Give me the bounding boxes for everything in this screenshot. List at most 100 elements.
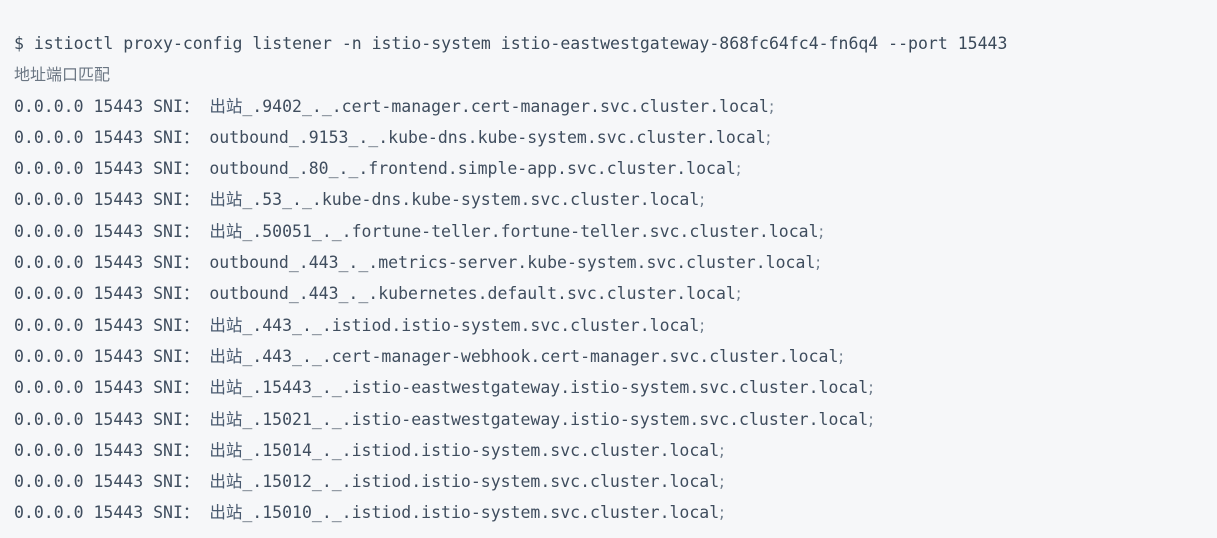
- sni-value: _.15014_._.istiod.istio-system.svc.clust…: [242, 440, 720, 460]
- sni-separator: ：: [182, 409, 200, 429]
- sni-separator: ：: [182, 503, 200, 523]
- spacer: [199, 97, 209, 116]
- spacer: [199, 410, 209, 429]
- traffic-direction: outbound: [209, 284, 289, 304]
- listener-line: 0.0.0.0 15443 SNI： 出站_.15012_._.istiod.i…: [14, 466, 1217, 497]
- spacer: [143, 378, 153, 397]
- sni-label: SNI: [153, 190, 183, 210]
- spacer: [143, 284, 153, 303]
- spacer: [84, 410, 94, 429]
- sni-separator: ：: [182, 96, 200, 116]
- listener-line-list: 0.0.0.0 15443 SNI： 出站_.9402_._.cert-mana…: [14, 91, 1217, 529]
- spacer: [199, 190, 209, 209]
- sni-value: _.9153_._.kube-dns.kube-system.svc.clust…: [288, 127, 766, 147]
- listener-line: 0.0.0.0 15443 SNI： 出站_.50051_._.fortune-…: [14, 216, 1217, 247]
- sni-label: SNI: [153, 378, 183, 398]
- listener-port: 15443: [93, 127, 144, 147]
- listener-line: 0.0.0.0 15443 SNI： 出站_.53_._.kube-dns.ku…: [14, 184, 1217, 215]
- traffic-direction: outbound: [209, 127, 289, 147]
- sni-label: SNI: [153, 315, 183, 335]
- spacer: [84, 347, 94, 366]
- sni-value: _.53_._.kube-dns.kube-system.svc.cluster…: [242, 190, 700, 210]
- spacer: [199, 472, 209, 491]
- listener-address: 0.0.0.0: [14, 472, 84, 492]
- spacer: [143, 159, 153, 178]
- listener-address: 0.0.0.0: [14, 159, 84, 179]
- spacer: [199, 284, 209, 303]
- spacer: [143, 128, 153, 147]
- sni-separator: ：: [182, 315, 200, 335]
- listener-port: 15443: [93, 315, 144, 335]
- listener-port: 15443: [93, 378, 144, 398]
- spacer: [84, 441, 94, 460]
- column-header-address-port-match: 地址端口匹配: [14, 65, 111, 85]
- listener-line: 0.0.0.0 15443 SNI： 出站_.15014_._.istiod.i…: [14, 435, 1217, 466]
- spacer: [84, 159, 94, 178]
- sni-value: _.443_._.istiod.istio-system.svc.cluster…: [242, 315, 700, 335]
- listener-address: 0.0.0.0: [14, 221, 84, 241]
- traffic-direction: 出站: [209, 346, 243, 366]
- spacer: [199, 222, 209, 241]
- listener-line: 0.0.0.0 15443 SNI： 出站_.15021_._.istio-ea…: [14, 404, 1217, 435]
- spacer: [143, 410, 153, 429]
- spacer: [84, 253, 94, 272]
- listener-line: 0.0.0.0 15443 SNI： 出站_.443_._.istiod.ist…: [14, 310, 1217, 341]
- sni-separator: ：: [182, 253, 200, 273]
- listener-port: 15443: [93, 346, 144, 366]
- traffic-direction: 出站: [209, 315, 243, 335]
- listener-port: 15443: [93, 253, 144, 273]
- spacer: [199, 316, 209, 335]
- line-terminator: ;: [868, 409, 874, 429]
- listener-port: 15443: [93, 440, 144, 460]
- spacer: [143, 97, 153, 116]
- sni-value: _.15010_._.istiod.istio-system.svc.clust…: [242, 503, 720, 523]
- sni-label: SNI: [153, 472, 183, 492]
- listener-port: 15443: [93, 96, 144, 116]
- sni-separator: ：: [182, 221, 200, 241]
- spacer: [199, 378, 209, 397]
- listener-address: 0.0.0.0: [14, 253, 84, 273]
- spacer: [199, 253, 209, 272]
- sni-separator: ：: [182, 284, 200, 304]
- sni-separator: ：: [182, 440, 200, 460]
- listener-port: 15443: [93, 190, 144, 210]
- traffic-direction: outbound: [209, 253, 289, 273]
- sni-separator: ：: [182, 190, 200, 210]
- sni-label: SNI: [153, 409, 183, 429]
- line-terminator: ;: [719, 440, 725, 460]
- sni-label: SNI: [153, 221, 183, 241]
- spacer: [143, 253, 153, 272]
- spacer: [84, 503, 94, 522]
- sni-value: _.443_._.cert-manager-webhook.cert-manag…: [242, 346, 839, 366]
- listener-port: 15443: [93, 159, 144, 179]
- listener-line: 0.0.0.0 15443 SNI： outbound_.80_._.front…: [14, 153, 1217, 184]
- sni-label: SNI: [153, 346, 183, 366]
- spacer: [84, 284, 94, 303]
- sni-label: SNI: [153, 159, 183, 179]
- traffic-direction: 出站: [209, 472, 243, 492]
- command-line: $ istioctl proxy-config listener -n isti…: [14, 34, 1008, 53]
- traffic-direction: outbound: [209, 159, 289, 179]
- spacer: [84, 472, 94, 491]
- line-terminator: ;: [719, 503, 725, 523]
- sni-value: _.443_._.kubernetes.default.svc.cluster.…: [288, 284, 736, 304]
- spacer: [84, 222, 94, 241]
- traffic-direction: 出站: [209, 440, 243, 460]
- sni-label: SNI: [153, 284, 183, 304]
- line-terminator: ;: [735, 284, 742, 304]
- traffic-direction: 出站: [209, 378, 243, 398]
- sni-label: SNI: [153, 96, 183, 116]
- listener-address: 0.0.0.0: [14, 96, 84, 116]
- sni-value: _.50051_._.fortune-teller.fortune-teller…: [242, 221, 819, 241]
- listener-line: 0.0.0.0 15443 SNI： 出站_.443_._.cert-manag…: [14, 341, 1217, 372]
- line-terminator: ;: [815, 253, 821, 273]
- listener-port: 15443: [93, 472, 144, 492]
- line-terminator: ;: [765, 127, 772, 147]
- sni-separator: ：: [182, 127, 200, 147]
- spacer: [199, 128, 209, 147]
- listener-address: 0.0.0.0: [14, 503, 84, 523]
- traffic-direction: 出站: [209, 409, 243, 429]
- traffic-direction: 出站: [209, 96, 243, 116]
- listener-address: 0.0.0.0: [14, 409, 84, 429]
